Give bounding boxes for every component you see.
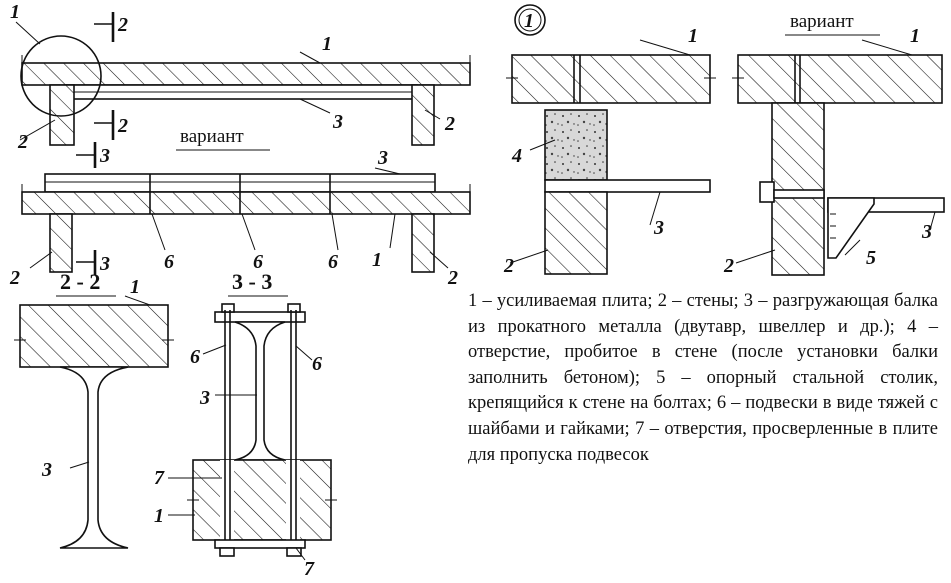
detail-number-1: 1 xyxy=(524,10,534,32)
label-2-variant-detail: 2 xyxy=(723,255,734,277)
section-mark-3-top: 3 xyxy=(99,145,110,167)
variant-label-left: вариант xyxy=(180,126,244,147)
section-title-2-2: 2 - 2 xyxy=(60,269,100,294)
legend-text: 1 – усиливаемая плита; 2 – стены; 3 – ра… xyxy=(468,291,938,465)
label-3-detail: 3 xyxy=(653,217,664,239)
label-2-variant-right: 2 xyxy=(447,267,458,289)
label-1-variant-detail: 1 xyxy=(910,25,920,47)
label-3-section-2-2: 3 xyxy=(41,459,52,481)
label-4-detail: 4 xyxy=(511,145,522,167)
label-1-detail: 1 xyxy=(688,25,698,47)
label-6-c: 6 xyxy=(328,251,338,273)
section-mark-2-top: 2 xyxy=(117,14,128,36)
elevation-variant xyxy=(21,142,471,275)
label-3-variant-beam: 3 xyxy=(377,147,388,169)
label-6-b: 6 xyxy=(253,251,263,273)
section-title-3-3: 3 - 3 xyxy=(232,269,272,294)
section-2-2 xyxy=(14,295,174,549)
label-6-a: 6 xyxy=(164,251,174,273)
section-3-3 xyxy=(168,303,337,561)
label-6-right-section-3-3: 6 xyxy=(312,353,322,375)
label-7-top-section-3-3: 7 xyxy=(154,467,165,489)
label-1-section-3-3: 1 xyxy=(154,505,164,527)
section-mark-3-bottom: 3 xyxy=(99,253,110,275)
label-2-variant-left: 2 xyxy=(9,267,20,289)
detail-variant xyxy=(732,39,945,276)
label-1-section-2-2: 1 xyxy=(130,276,140,298)
label-2-wall-right: 2 xyxy=(444,113,455,135)
label-2-detail: 2 xyxy=(503,255,514,277)
section-mark-2-bottom: 2 xyxy=(117,115,128,137)
label-7-bottom-section-3-3: 7 xyxy=(304,558,315,580)
label-1-variant-slab: 1 xyxy=(372,249,382,271)
elevation-main xyxy=(15,12,471,146)
label-6-left-section-3-3: 6 xyxy=(190,346,200,368)
detail-1 xyxy=(506,4,716,275)
label-5-variant-detail: 5 xyxy=(866,247,876,269)
label-2-wall-left: 2 xyxy=(17,131,28,153)
label-1-circle: 1 xyxy=(10,1,20,23)
variant-label-right: вариант xyxy=(790,11,854,32)
label-1-slab: 1 xyxy=(322,33,332,55)
label-3-section-3-3: 3 xyxy=(199,387,210,409)
label-3-beam: 3 xyxy=(332,111,343,133)
label-3-variant-detail: 3 xyxy=(921,221,932,243)
detail-circle xyxy=(20,35,102,117)
